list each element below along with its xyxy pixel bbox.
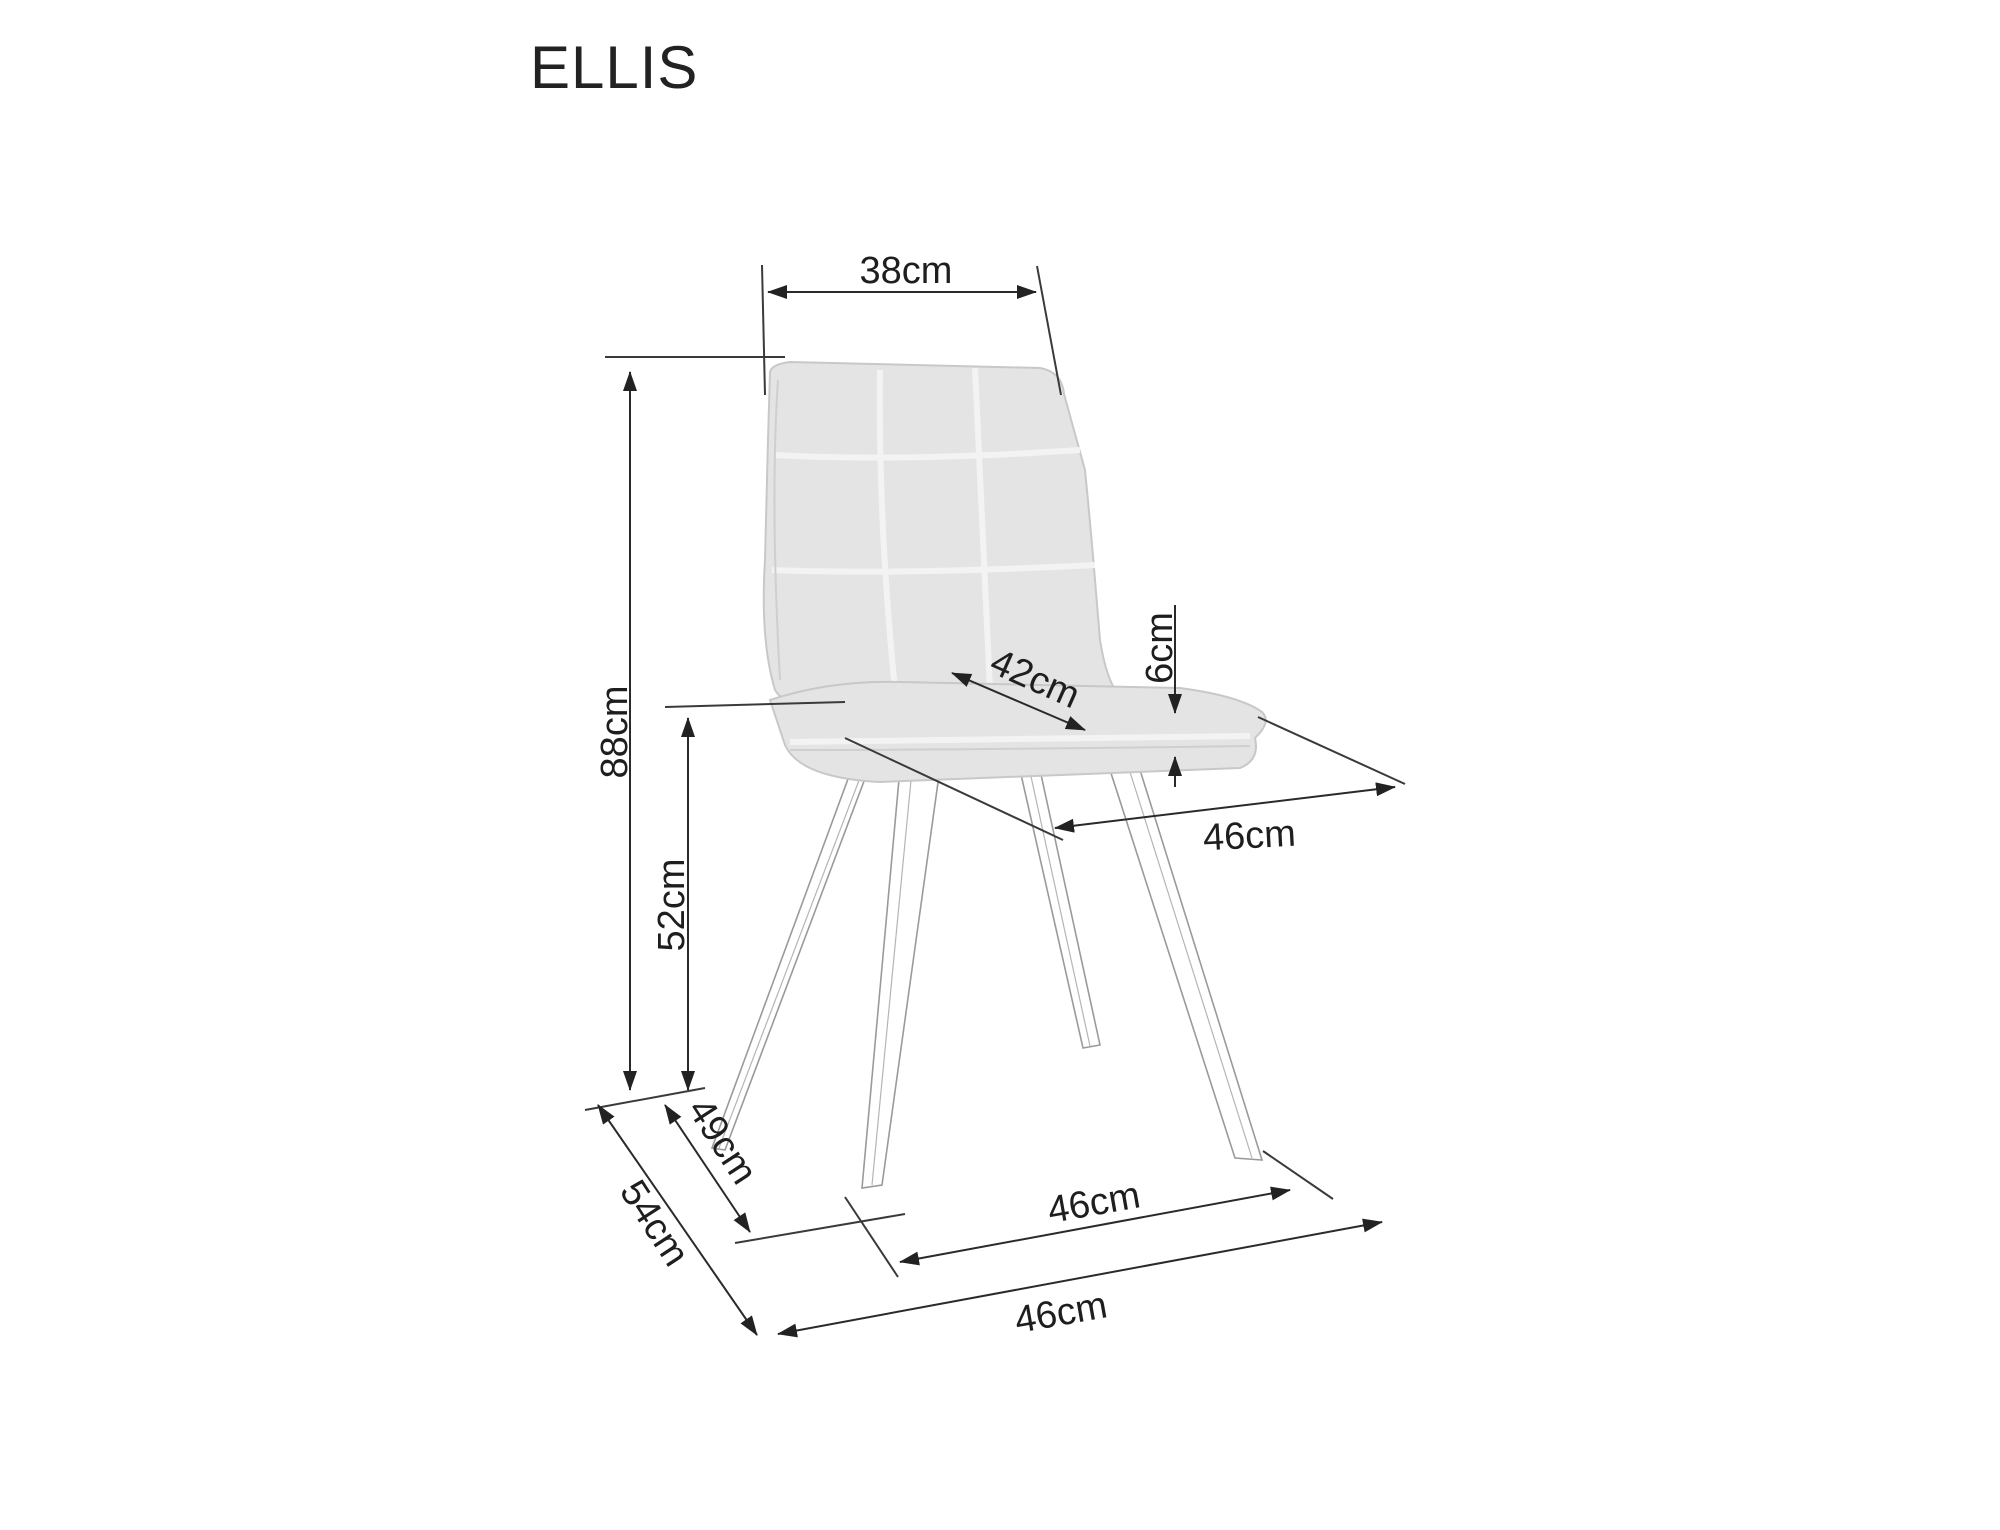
label-total-height: 88cm [594,686,636,779]
chair-seat [768,680,1267,784]
label-seat-width: 46cm [1202,813,1297,860]
label-total-depth: 54cm [611,1173,697,1274]
dimension-leg-span-width: 46cm [899,1174,1291,1266]
dimension-seat-width: 46cm [844,716,1406,860]
chair-backrest [762,360,1129,714]
label-leg-span-width: 46cm [1045,1174,1144,1231]
label-backrest-width: 38cm [860,250,953,292]
dimension-total-width: 46cm [777,1218,1383,1342]
dimension-total-height: 88cm [594,356,785,1091]
dimension-leg-span-depth: 49cm [664,1091,765,1233]
label-seat-thickness: 6cm [1139,612,1181,684]
product-title: ELLIS [530,34,699,101]
chair-illustration [710,360,1267,1189]
leg-front-left [861,767,941,1189]
label-seat-height: 52cm [651,859,693,952]
dimension-seat-thickness: 6cm [1139,605,1182,787]
chair-legs [710,759,1264,1189]
dimension-seat-height: 52cm [651,701,846,1091]
label-total-width: 46cm [1012,1284,1111,1341]
label-leg-span-depth: 49cm [679,1091,765,1192]
dimension-backrest-width: 38cm [761,250,1062,396]
